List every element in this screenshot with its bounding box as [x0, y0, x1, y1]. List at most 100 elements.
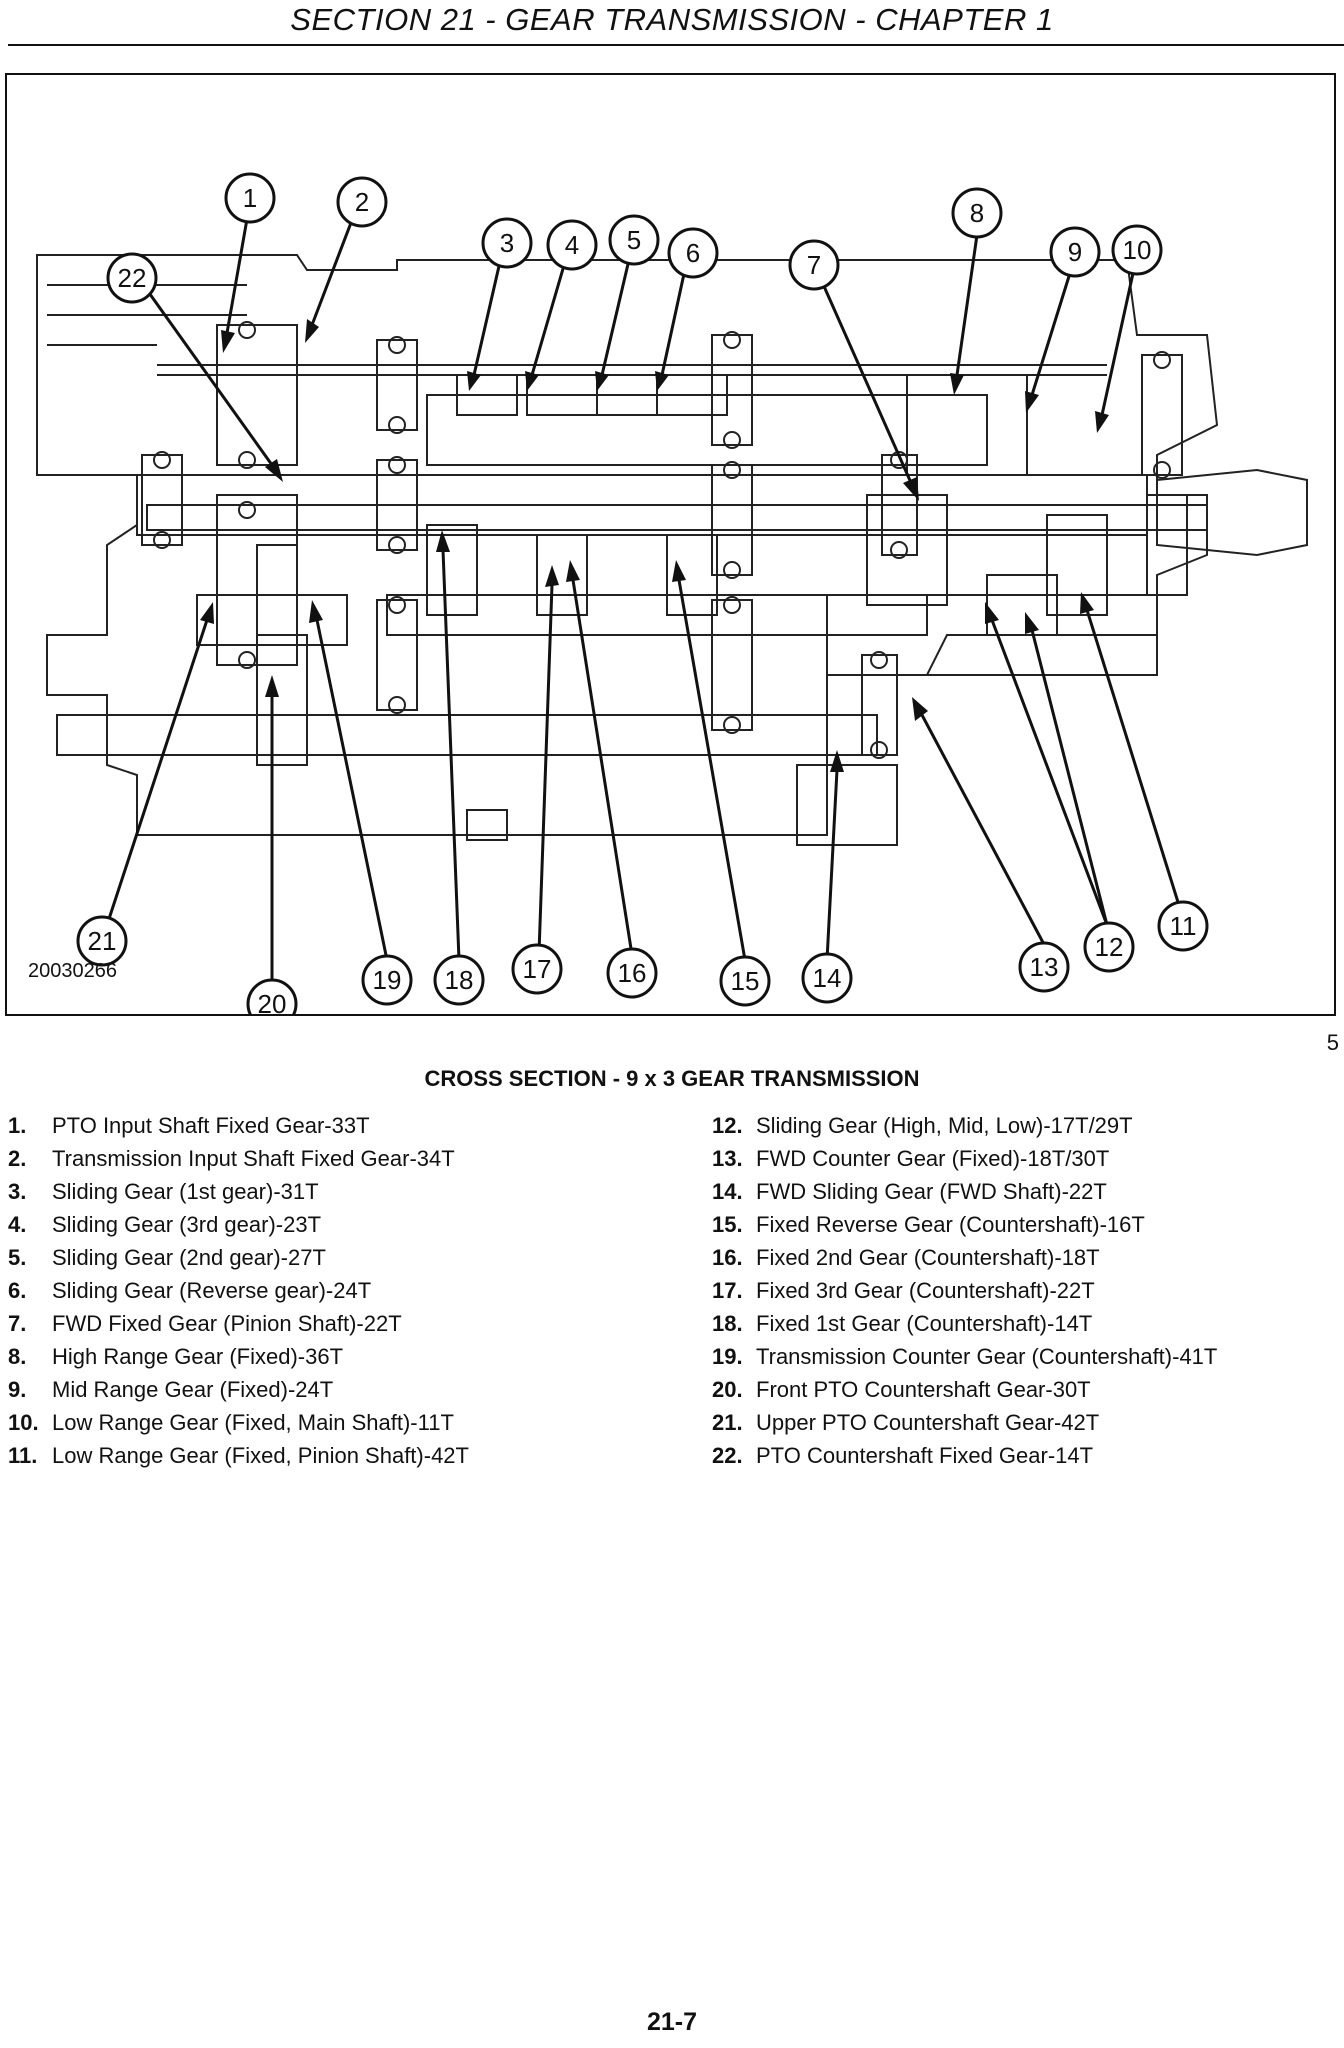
callout-label-14: 14 [813, 963, 842, 993]
legend-number: 2. [8, 1146, 27, 1171]
callout-label-13: 13 [1030, 952, 1059, 982]
legend-item: 9. Mid Range Gear (Fixed)-24T [8, 1377, 628, 1410]
legend-number: 9. [8, 1377, 27, 1402]
callout-label-3: 3 [500, 228, 514, 258]
legend-number: 15. [712, 1212, 743, 1237]
callout-circle-17 [511, 943, 563, 995]
legend-text: High Range Gear (Fixed)-36T [52, 1344, 344, 1369]
callout-circle-11 [1157, 900, 1209, 952]
legend-item: 17.Fixed 3rd Gear (Countershaft)-22T [712, 1278, 1332, 1311]
parts-legend-left: 1.PTO Input Shaft Fixed Gear-33T 2. Trans… [8, 1113, 628, 1476]
legend-text: Sliding Gear (1st gear)-31T [52, 1179, 319, 1204]
callout-label-15: 15 [731, 966, 760, 996]
callout-label-6: 6 [686, 238, 700, 268]
legend-item: 10. Low Range Gear (Fixed, Main Shaft)-11… [8, 1410, 628, 1443]
legend-item: 2. Transmission Input Shaft Fixed Gear-34… [8, 1146, 628, 1179]
legend-number: 6. [8, 1278, 27, 1303]
callout-circle-7 [788, 239, 840, 291]
legend-item: 19. Transmission Counter Gear (Countersha… [712, 1344, 1332, 1377]
legend-text: Mid Range Gear (Fixed)-24T [52, 1377, 334, 1402]
legend-number: 20. [712, 1377, 743, 1402]
legend-number: 1. [8, 1113, 27, 1138]
legend-text: Front PTO Countershaft Gear-30T [756, 1377, 1091, 1402]
legend-number: 19. [712, 1344, 743, 1369]
legend-number: 10. [8, 1410, 39, 1435]
legend-item: 11.Low Range Gear (Fixed, Pinion Shaft)-… [8, 1443, 628, 1476]
callout-circle-5 [608, 214, 660, 266]
legend-text: PTO Countershaft Fixed Gear-14T [756, 1443, 1094, 1468]
legend-number: 21. [712, 1410, 743, 1435]
legend-text: Transmission Counter Gear (Countershaft)… [756, 1344, 1218, 1369]
legend-text: Fixed Reverse Gear (Countershaft)-16T [756, 1212, 1145, 1237]
legend-item: 14.FWD Sliding Gear (FWD Shaft)-22T [712, 1179, 1332, 1212]
legend-text: Sliding Gear (Reverse gear)-24T [52, 1278, 372, 1303]
figure-caption: CROSS SECTION - 9 x 3 GEAR TRANSMISSION [424, 1066, 920, 1091]
callout-circle-21 [76, 915, 128, 967]
page-number: 21-7 [646, 2008, 698, 2036]
callout-circle-6 [667, 227, 719, 279]
legend-item: 4. Sliding Gear (3rd gear)-23T [8, 1212, 628, 1245]
legend-item: 7.FWD Fixed Gear (Pinion Shaft)-22T [8, 1311, 628, 1344]
legend-item: 3. Sliding Gear (1st gear)-31T [8, 1179, 628, 1212]
legend-item: 5. Sliding Gear (2nd gear)-27T [8, 1245, 628, 1278]
legend-number: 18. [712, 1311, 743, 1336]
callout-label-11: 11 [1170, 911, 1197, 941]
legend-number: 7. [8, 1311, 27, 1336]
legend-item: 1.PTO Input Shaft Fixed Gear-33T [8, 1113, 628, 1146]
callout-circle-20 [246, 978, 298, 1014]
figure-id: 20030266 [28, 960, 117, 982]
legend-number: 22. [712, 1443, 743, 1468]
legend-text: Sliding Gear (2nd gear)-27T [52, 1245, 326, 1270]
legend-text: Sliding Gear (3rd gear)-23T [52, 1212, 322, 1237]
legend-text: Transmission Input Shaft Fixed Gear-34T [52, 1146, 455, 1171]
figure-frame: 1 2 3 4 5 6 7 8 9 10 11 12 13 14 15 16 1… [5, 73, 1336, 1016]
callout-label-7: 7 [807, 250, 821, 280]
legend-item: 22. PTO Countershaft Fixed Gear-14T [712, 1443, 1332, 1476]
legend-item: 12. Sliding Gear (High, Mid, Low)-17T/29T [712, 1113, 1332, 1146]
callout-label-18: 18 [445, 965, 474, 995]
legend-number: 8. [8, 1344, 27, 1369]
legend-item: 18. Fixed 1st Gear (Countershaft)-14T [712, 1311, 1332, 1344]
transmission-cross-section-drawing: 1 2 3 4 5 6 7 8 9 10 11 12 13 14 15 16 1… [36, 172, 1308, 1014]
legend-text: Fixed 1st Gear (Countershaft)-14T [756, 1311, 1093, 1336]
callout-label-1: 1 [243, 183, 257, 213]
legend-text: Low Range Gear (Fixed, Pinion Shaft)-42T [52, 1443, 469, 1468]
callout-circle-4 [546, 219, 598, 271]
legend-number: 12. [712, 1113, 743, 1138]
legend-text: Sliding Gear (High, Mid, Low)-17T/29T [756, 1113, 1133, 1138]
legend-text: FWD Counter Gear (Fixed)-18T/30T [756, 1146, 1110, 1171]
legend-number: 5. [8, 1245, 27, 1270]
legend-item: 13. FWD Counter Gear (Fixed)-18T/30T [712, 1146, 1332, 1179]
figure-number: 5 [1326, 1030, 1339, 1055]
legend-text: Upper PTO Countershaft Gear-42T [756, 1410, 1100, 1435]
callout-label-12: 12 [1095, 932, 1124, 962]
legend-number: 17. [712, 1278, 743, 1303]
legend-number: 3. [8, 1179, 27, 1204]
callout-label-5: 5 [627, 225, 641, 255]
legend-item: 16. Fixed 2nd Gear (Countershaft)-18T [712, 1245, 1332, 1278]
callout-circle-13 [1018, 941, 1070, 993]
legend-item: 15. Fixed Reverse Gear (Countershaft)-16T [712, 1212, 1332, 1245]
section-header: SECTION 21 - GEAR TRANSMISSION - CHAPTER… [290, 2, 1054, 37]
legend-text: Fixed 2nd Gear (Countershaft)-18T [756, 1245, 1100, 1270]
callout-circle-1 [224, 172, 276, 224]
callout-circle-18 [433, 954, 485, 1006]
legend-number: 4. [8, 1212, 27, 1237]
legend-text: Low Range Gear (Fixed, Main Shaft)-11T [52, 1410, 454, 1435]
parts-legend-right: 12. Sliding Gear (High, Mid, Low)-17T/29T… [712, 1113, 1332, 1476]
legend-item: 6. Sliding Gear (Reverse gear)-24T [8, 1278, 628, 1311]
callout-circle-12 [1083, 921, 1135, 973]
callout-label-21: 21 [88, 926, 117, 956]
legend-item: 20. Front PTO Countershaft Gear-30T [712, 1377, 1332, 1410]
legend-number: 16. [712, 1245, 743, 1270]
callout-label-9: 9 [1068, 237, 1082, 267]
callout-circle-19 [361, 954, 413, 1006]
callout-label-20: 20 [258, 989, 287, 1014]
header-rule [8, 44, 1344, 46]
callout-label-4: 4 [565, 230, 579, 260]
legend-item: 8. High Range Gear (Fixed)-36T [8, 1344, 628, 1377]
callout-label-17: 17 [523, 954, 552, 984]
callout-circle-16 [606, 947, 658, 999]
legend-number: 13. [712, 1146, 743, 1171]
callout-circle-10 [1111, 224, 1163, 276]
